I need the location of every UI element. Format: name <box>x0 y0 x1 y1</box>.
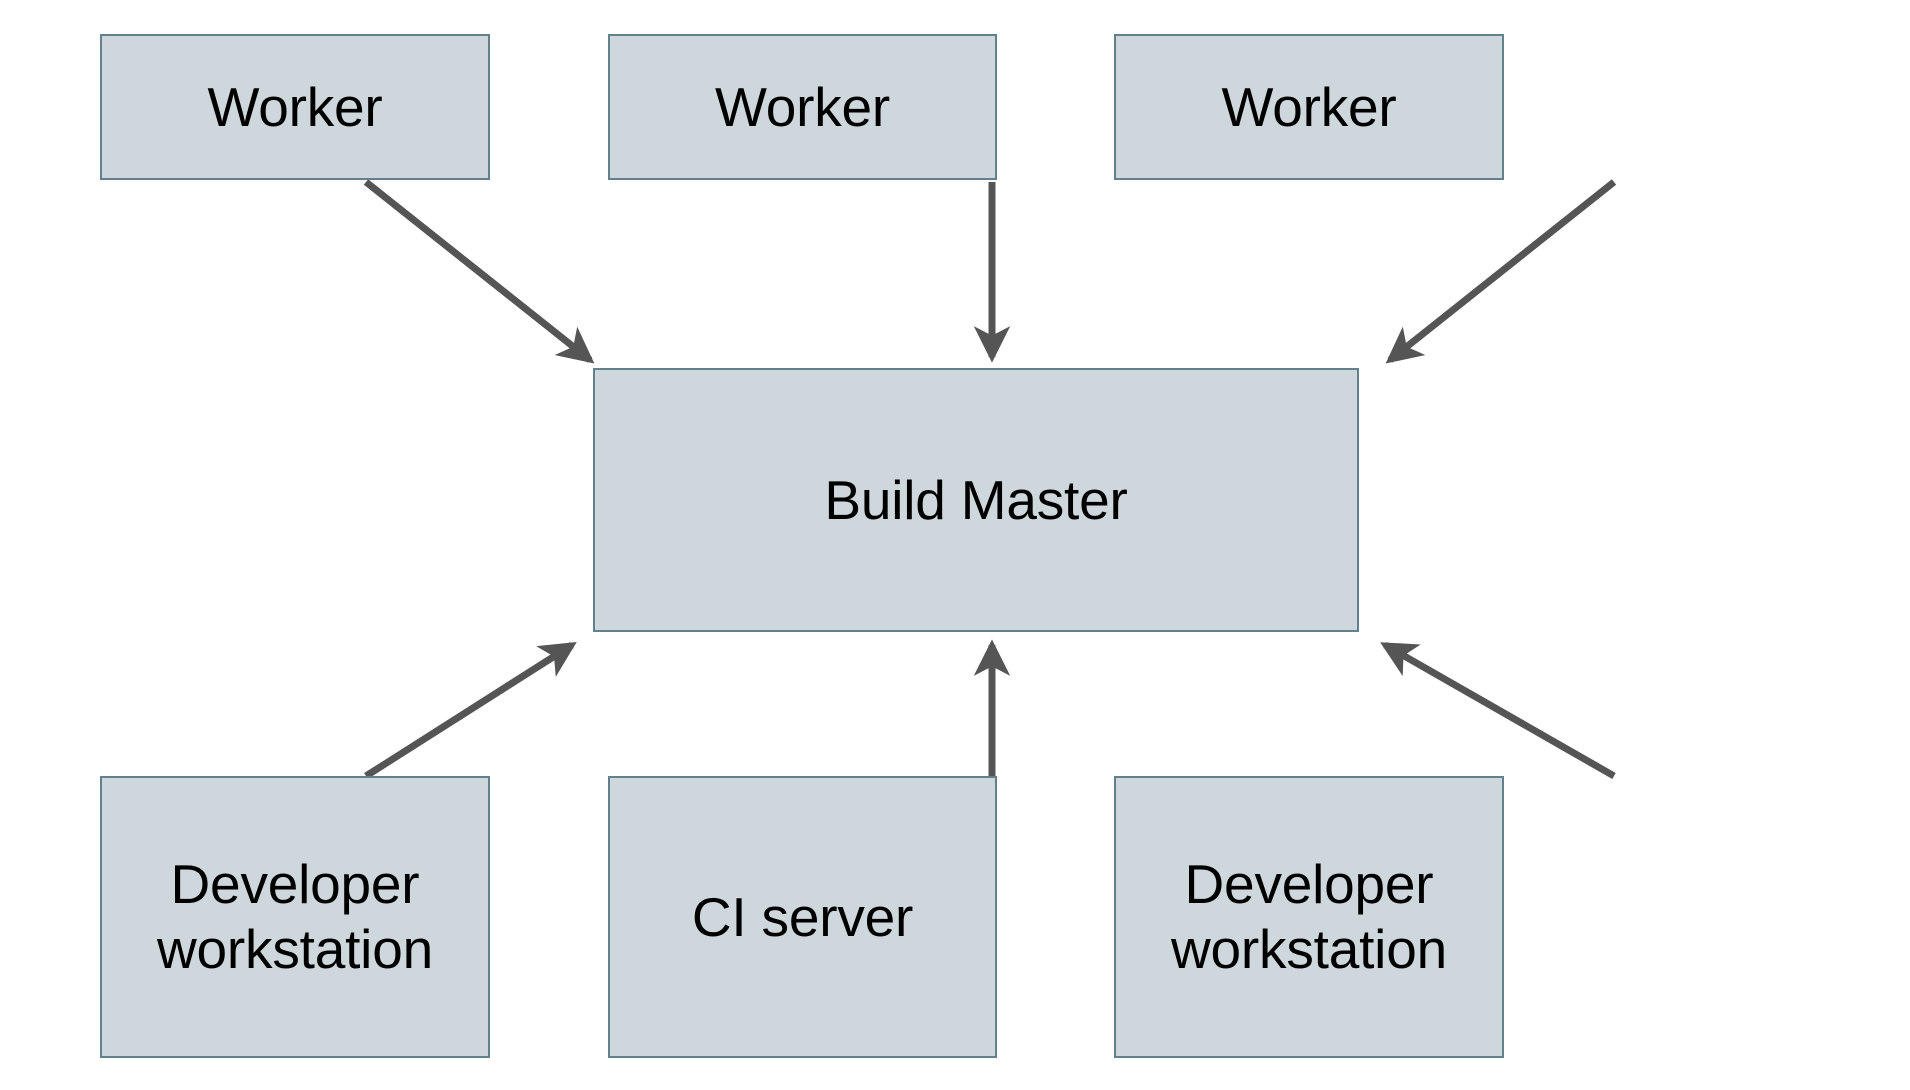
node-worker-1[interactable]: Worker <box>100 34 490 180</box>
node-ci-server[interactable]: CI server <box>608 776 997 1058</box>
node-worker-2-label: Worker <box>714 75 891 138</box>
node-worker-2[interactable]: Worker <box>608 34 997 180</box>
node-developer-workstation-1[interactable]: Developer workstation <box>100 776 490 1058</box>
node-worker-3[interactable]: Worker <box>1114 34 1504 180</box>
node-ci-server-label: CI server <box>691 885 914 948</box>
node-developer-workstation-2[interactable]: Developer workstation <box>1114 776 1504 1058</box>
edge-dev-ws-1-to-build-master <box>364 641 577 779</box>
node-worker-1-label: Worker <box>207 75 383 138</box>
node-developer-workstation-2-label: Developer workstation <box>1171 853 1447 980</box>
edge-worker-1-to-build-master <box>363 179 595 364</box>
node-worker-3-label: Worker <box>1221 75 1397 138</box>
node-build-master[interactable]: Build Master <box>593 368 1359 632</box>
edge-dev-ws-2-to-build-master <box>1380 641 1616 780</box>
edge-worker-3-to-build-master <box>1385 179 1617 364</box>
node-build-master-label: Build Master <box>824 468 1128 531</box>
node-developer-workstation-1-label: Developer workstation <box>157 853 433 980</box>
